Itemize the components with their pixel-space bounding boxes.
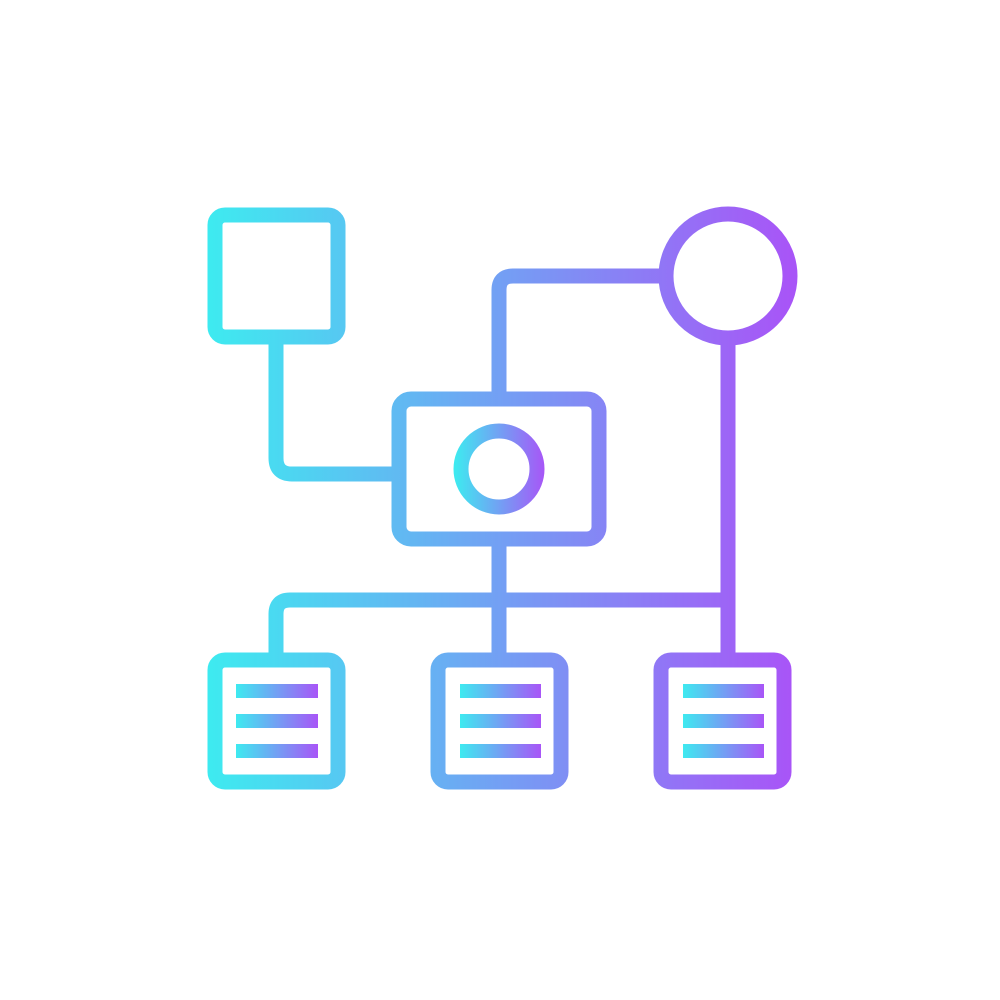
connector-center-to-circle xyxy=(491,268,674,407)
inner-circle-icon xyxy=(453,423,545,515)
document-box-middle xyxy=(430,652,569,790)
connector-horizontal-bus xyxy=(268,592,736,668)
document-lines-left xyxy=(236,684,318,758)
central-process-box xyxy=(391,391,607,547)
square-node xyxy=(207,207,346,345)
document-lines-right xyxy=(683,684,764,758)
circle-node xyxy=(658,206,798,346)
connector-square-to-center xyxy=(268,329,407,482)
document-box-right xyxy=(653,652,792,790)
document-lines-middle xyxy=(460,684,541,758)
document-box-left xyxy=(207,652,346,790)
